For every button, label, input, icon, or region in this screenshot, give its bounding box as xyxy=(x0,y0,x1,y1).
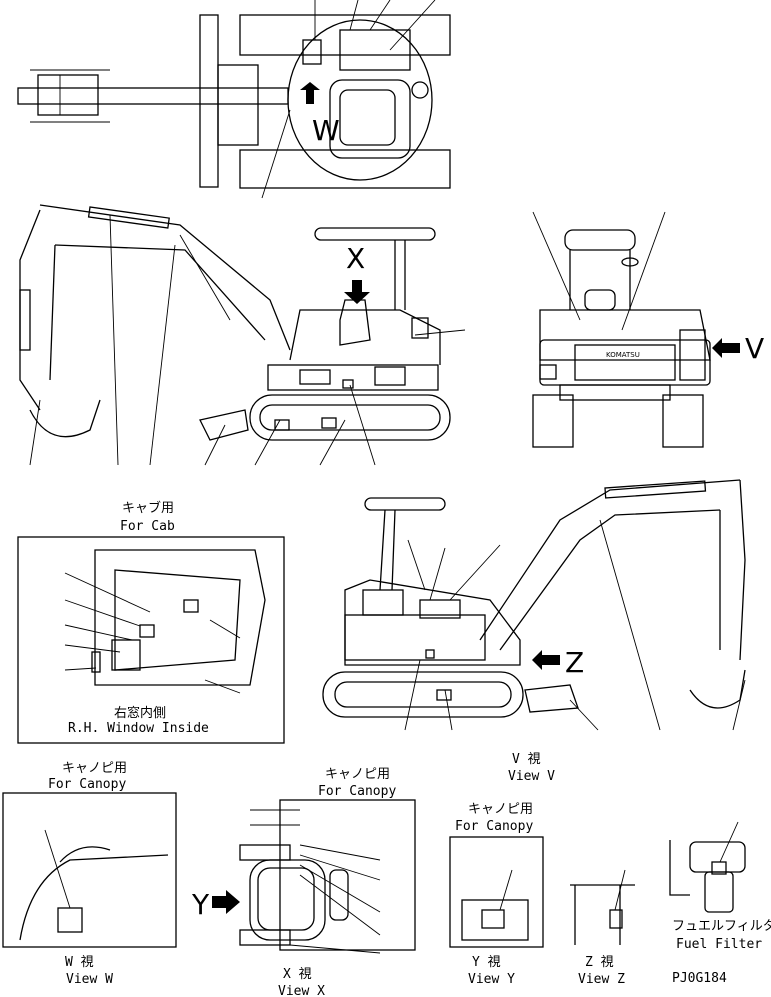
view-w-panel: キャノピ用 For Canopy W 視 View W xyxy=(2,761,177,987)
part-code: PJ0G184 xyxy=(672,971,727,986)
brand-label: KOMATSU xyxy=(606,351,640,359)
view-v-letter: V xyxy=(745,332,764,365)
for-cab-jp-label: キャブ用 xyxy=(122,500,174,516)
view-z-letter: Z xyxy=(565,646,584,679)
view-y-letter: Y xyxy=(191,888,210,921)
view-v-label: View V xyxy=(508,769,555,784)
view-x-label: View X xyxy=(278,984,325,997)
view-x-letter: X xyxy=(346,242,365,275)
fuel-filter-jp-label: フュエルフィルタ xyxy=(672,919,771,934)
view-y-panel: キャノピ用 For Canopy Y 視 View Y xyxy=(449,802,544,987)
view-y-jp-label: Y 視 xyxy=(472,955,501,970)
for-canopy-w-label: For Canopy xyxy=(48,777,126,792)
view-w-label: View W xyxy=(66,972,113,987)
top-view: W xyxy=(17,0,451,199)
for-canopy-x-label: For Canopy xyxy=(318,784,396,799)
view-z-jp-label: Z 視 xyxy=(585,955,614,970)
view-x-jp-label: X 視 xyxy=(283,967,312,982)
side-view-left: X xyxy=(19,204,466,466)
view-x-panel: キャノピ用 For Canopy Y X 視 View X xyxy=(191,767,416,997)
for-canopy-y-label: For Canopy xyxy=(455,819,533,834)
rh-window-jp-label: 右窓内側 xyxy=(114,705,166,721)
view-y-label: View Y xyxy=(468,972,515,987)
view-z-label: View Z xyxy=(578,972,625,987)
for-canopy-w-jp-label: キャノピ用 xyxy=(62,761,127,776)
view-z-panel: Z 視 View Z xyxy=(570,869,635,987)
for-canopy-y-jp-label: キャノピ用 xyxy=(468,802,533,817)
fuel-filter-label: Fuel Filter xyxy=(676,937,762,952)
view-w-jp-label: W 視 xyxy=(65,955,94,970)
for-cab-panel: キャブ用 For Cab 右窓内側 R.H. Window Inside xyxy=(17,500,285,744)
rh-window-label: R.H. Window Inside xyxy=(68,721,209,736)
view-v-jp-label: V 視 xyxy=(512,752,541,767)
for-canopy-x-jp-label: キャノピ用 xyxy=(325,767,390,782)
rear-view: KOMATSU V xyxy=(532,211,764,448)
fuel-filter-panel: フュエルフィルタ Fuel Filter xyxy=(669,821,771,952)
view-w-letter: W xyxy=(312,114,340,147)
for-cab-label: For Cab xyxy=(120,519,175,534)
side-view-right: Z V 視 View V xyxy=(322,479,746,784)
